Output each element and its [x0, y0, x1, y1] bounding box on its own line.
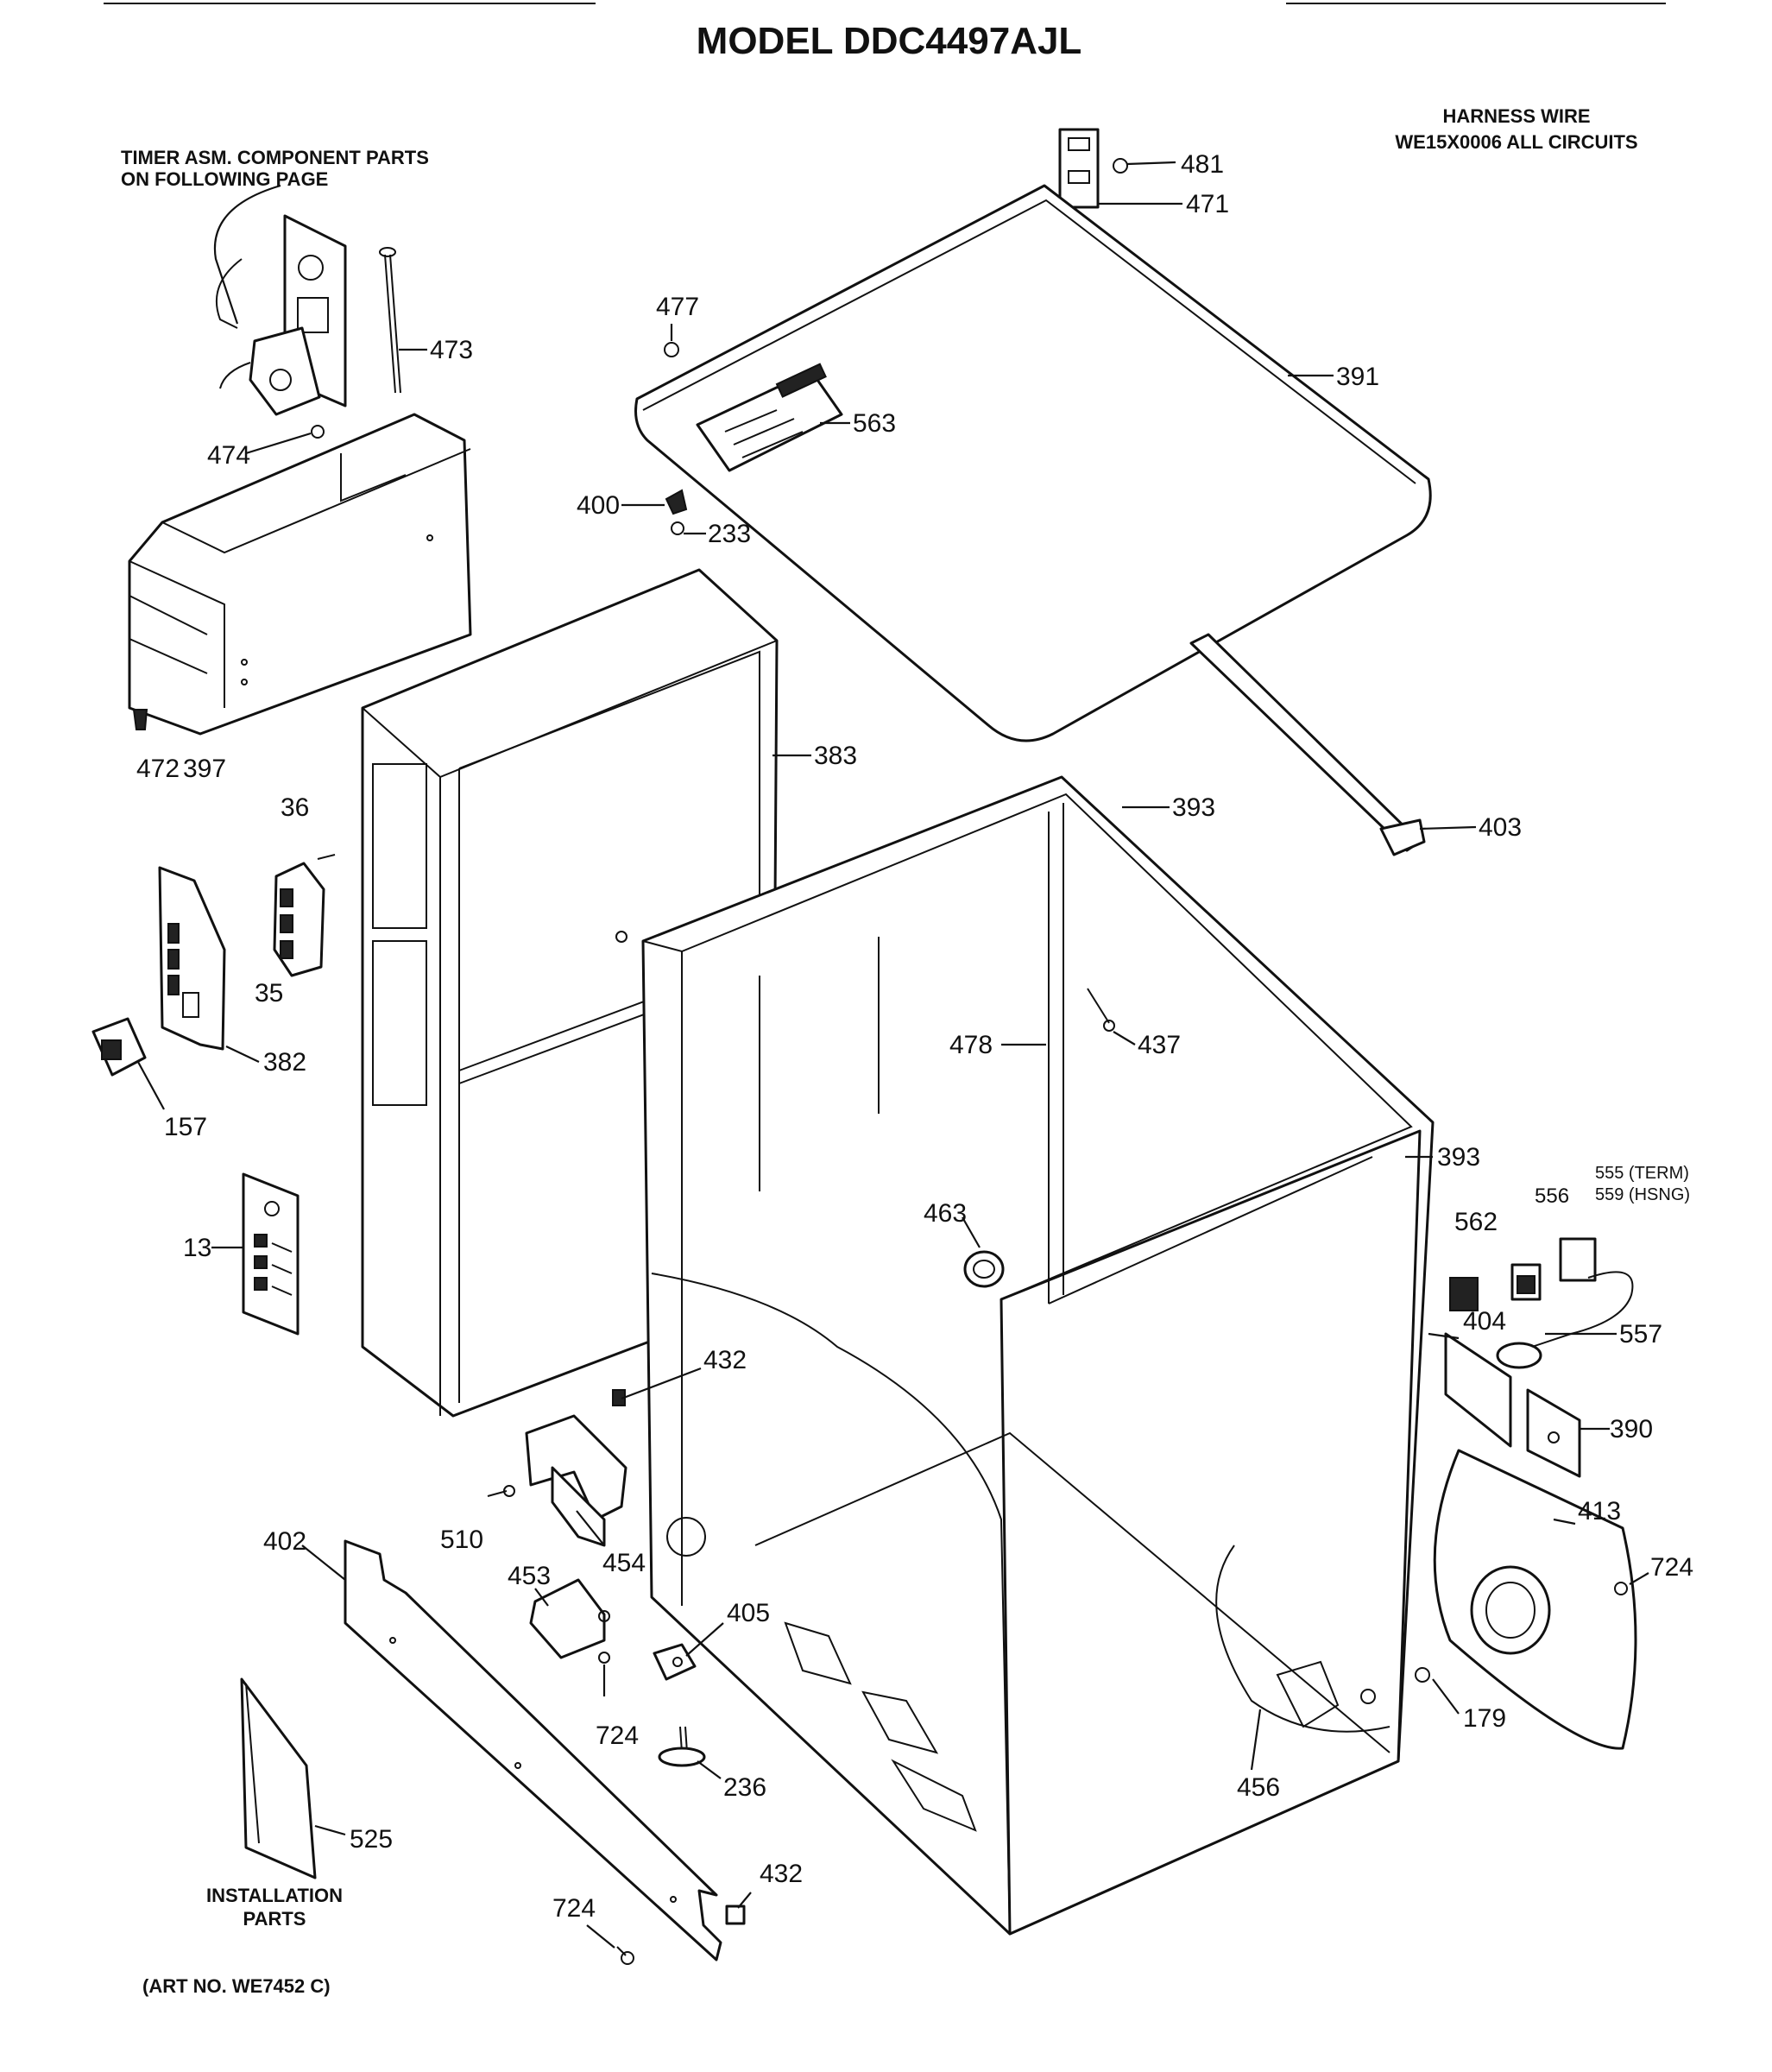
callout-478: 478 [949, 1031, 993, 1059]
cord-connectors [1449, 1237, 1634, 1369]
screw-437 [1087, 988, 1115, 1032]
screw-472 [132, 709, 148, 730]
top-cover-part [634, 184, 1432, 742]
hinge-block-453 [529, 1578, 610, 1659]
callout-233: 233 [708, 520, 751, 548]
timer-assembly [215, 214, 347, 416]
callout-555: 555 (TERM) [1595, 1164, 1689, 1183]
callout-405: 405 [727, 1599, 770, 1627]
screw-477 [664, 342, 679, 357]
callout-456: 456 [1237, 1773, 1280, 1802]
callout-432-lower: 432 [760, 1860, 803, 1888]
clip-405 [653, 1643, 697, 1681]
screw-474 [311, 425, 325, 439]
control-housing-397 [128, 413, 472, 736]
kick-panel-402 [344, 1539, 722, 1961]
plug-179 [1415, 1667, 1430, 1683]
callout-559: 559 (HSNG) [1595, 1185, 1690, 1204]
harness-note-line1: HARNESS WIRE [1442, 105, 1590, 127]
callout-724-bottom: 724 [552, 1894, 596, 1923]
callout-35: 35 [255, 979, 283, 1008]
callout-157: 157 [164, 1113, 207, 1141]
callout-413: 413 [1578, 1497, 1621, 1526]
art-number: (ART NO. WE7452 C) [142, 1975, 331, 1997]
callout-563: 563 [853, 409, 896, 438]
duct-strip-403 [1189, 633, 1426, 856]
callout-179: 179 [1463, 1704, 1506, 1733]
screw-724-right [1614, 1582, 1628, 1595]
callout-383: 383 [814, 742, 857, 770]
callout-474: 474 [207, 441, 250, 470]
leveling-leg-236 [658, 1726, 706, 1767]
installation-envelope-525 [240, 1677, 317, 1879]
callout-402: 402 [263, 1527, 306, 1556]
callout-556: 556 [1535, 1184, 1569, 1208]
callout-453: 453 [508, 1562, 551, 1590]
clip-432-lower [725, 1905, 746, 1925]
callout-391: 391 [1336, 363, 1379, 391]
screw-724-bottom [616, 1946, 634, 1965]
rear-cover-413 [1433, 1449, 1637, 1750]
installation-note-line1: INSTALLATION [206, 1885, 343, 1906]
callout-454: 454 [602, 1549, 646, 1577]
callout-403: 403 [1479, 813, 1522, 842]
callout-393-top: 393 [1172, 793, 1215, 822]
callout-481: 481 [1181, 150, 1224, 179]
callout-472: 472 [136, 755, 180, 783]
leader-lines [137, 161, 1649, 1949]
callout-397: 397 [183, 755, 226, 783]
callout-382: 382 [263, 1048, 306, 1077]
callout-400: 400 [577, 491, 620, 520]
installation-note-line2: PARTS [243, 1908, 306, 1930]
timer-note-line1: TIMER ASM. COMPONENT PARTS [121, 147, 429, 168]
callout-labels: 481 471 473 477 391 563 474 400 233 472 … [136, 150, 1693, 1923]
callout-473: 473 [430, 336, 473, 364]
callout-477: 477 [656, 293, 699, 321]
bracket-454 [487, 1389, 627, 1547]
plate-404 [1444, 1332, 1512, 1448]
callout-236: 236 [723, 1773, 766, 1802]
callout-393-side: 393 [1437, 1143, 1480, 1172]
clip-400 [665, 489, 688, 535]
bracket-382 [158, 866, 226, 1051]
callout-525: 525 [350, 1825, 393, 1854]
callout-404: 404 [1463, 1307, 1506, 1336]
nameplate-13 [242, 1172, 300, 1336]
callout-390: 390 [1610, 1415, 1653, 1443]
cabinet-393 [641, 775, 1435, 1936]
screw-724-lower [598, 1652, 610, 1664]
timer-note-line2: ON FOLLOWING PAGE [121, 168, 328, 190]
callout-437: 437 [1138, 1031, 1181, 1059]
switch-block-35 [273, 854, 336, 977]
page-title: MODEL DDC4497AJL [697, 20, 1082, 62]
callout-471: 471 [1186, 190, 1229, 218]
callout-36: 36 [281, 793, 309, 822]
callout-562: 562 [1454, 1208, 1498, 1236]
hinge-part [1058, 128, 1128, 209]
harness-note-line2: WE15X0006 ALL CIRCUITS [1395, 131, 1637, 153]
callout-432-upper: 432 [703, 1346, 747, 1374]
rod-473 [379, 247, 401, 394]
grommet-463 [963, 1250, 1005, 1288]
callout-510: 510 [440, 1526, 483, 1554]
callout-463: 463 [924, 1199, 967, 1228]
callout-13: 13 [183, 1234, 211, 1262]
callout-724-right: 724 [1650, 1553, 1693, 1582]
callout-557: 557 [1619, 1320, 1662, 1349]
callout-724-mid: 724 [596, 1721, 639, 1750]
switch-157 [91, 1017, 147, 1077]
plate-390 [1526, 1388, 1581, 1478]
